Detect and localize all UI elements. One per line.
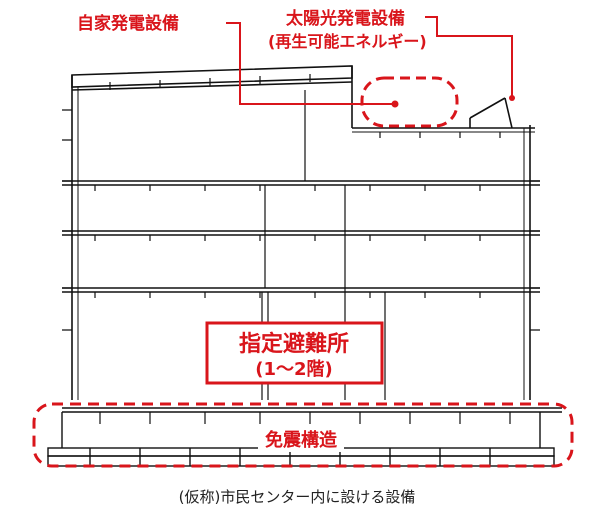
base-isolation-label: 免震構造 (265, 429, 337, 451)
solar-marker (509, 95, 515, 101)
generator-leader-line (226, 22, 395, 105)
shelter-floors: (1～2階) (255, 359, 333, 380)
generator-callout: 自家発電設備 (77, 13, 459, 128)
figure-caption: (仮称)市民センター内に設ける設備 (179, 488, 416, 506)
solar-callout: 太陽光発電設備 (再生可能エネルギー) (268, 8, 515, 101)
generator-highlight (360, 76, 459, 128)
base-isolation-highlight (32, 402, 574, 468)
base-isolation-label-bg (258, 428, 344, 452)
building-section (47, 65, 562, 467)
shelter-box: 指定避難所 (1～2階) (205, 321, 384, 385)
generator-label: 自家発電設備 (77, 13, 179, 34)
shelter-frame (205, 321, 384, 385)
base-isolation-callout: 免震構造 (32, 402, 574, 468)
solar-panels (469, 97, 513, 129)
generator-marker (391, 100, 399, 108)
solar-sublabel: (再生可能エネルギー) (268, 32, 427, 51)
shelter-title: 指定避難所 (239, 331, 349, 357)
roof-lower-line (71, 81, 353, 91)
solar-label: 太陽光発電設備 (286, 8, 405, 29)
beams (94, 74, 511, 424)
solar-leader-line (425, 16, 513, 98)
left-wall-notches (62, 109, 540, 331)
floor-slabs (62, 180, 562, 413)
